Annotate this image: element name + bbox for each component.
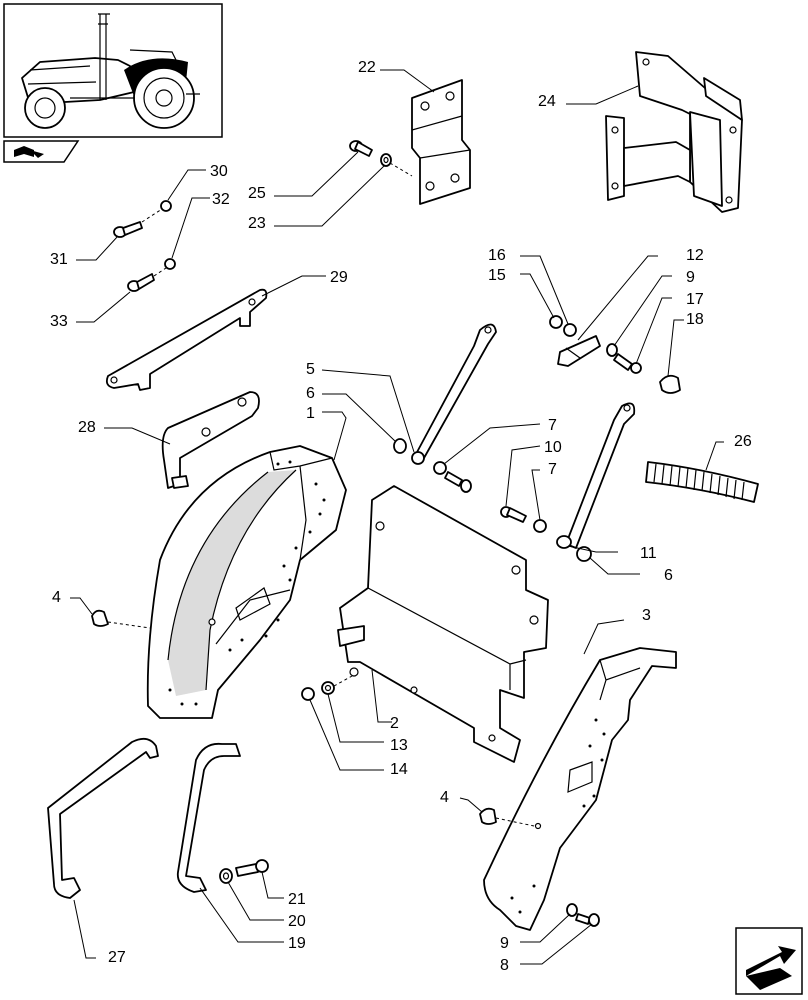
callout-31: 31 (50, 251, 68, 268)
callout-30: 30 (210, 163, 228, 180)
part-32-washer (164, 258, 176, 270)
part-15-nut (549, 315, 563, 329)
part-25-bolt (349, 140, 373, 157)
part-21-bolt (235, 859, 269, 877)
callout-27: 27 (108, 949, 126, 966)
callout-6b: 6 (664, 567, 673, 584)
book-arrow-icon[interactable] (3, 140, 80, 163)
part-26-hose (645, 461, 759, 503)
callout-28: 28 (78, 419, 96, 436)
callout-4a: 4 (52, 589, 61, 606)
part-9-washer-lower (566, 903, 578, 917)
part-11-spacer (556, 535, 572, 549)
callout-20: 20 (288, 913, 306, 930)
part-31-bolt (113, 221, 143, 238)
callout-32: 32 (212, 191, 230, 208)
callout-numbers: 22 25 23 24 30 31 32 33 29 28 5 6 1 7 10… (50, 59, 752, 974)
callout-29: 29 (330, 269, 348, 286)
callout-23: 23 (248, 215, 266, 232)
part-3-fender (483, 647, 677, 931)
callout-21: 21 (288, 891, 306, 908)
part-27-handle (47, 737, 159, 899)
callout-14: 14 (390, 761, 408, 778)
callout-3: 3 (642, 607, 651, 624)
part-5-spacer (411, 451, 425, 465)
part-28-bracket (161, 391, 260, 489)
part-17-bolt (613, 353, 642, 374)
part-4-plug-right (479, 807, 497, 825)
callout-13: 13 (390, 737, 408, 754)
callout-26: 26 (734, 433, 752, 450)
next-page-arrow-icon[interactable] (735, 927, 803, 995)
part-9-washer-upper (606, 343, 618, 357)
part-24-bracket (605, 51, 743, 213)
callout-25: 25 (248, 185, 266, 202)
callout-18: 18 (686, 311, 704, 328)
tractor-thumbnail-icon[interactable] (3, 3, 223, 138)
callout-6a: 6 (306, 385, 315, 402)
part-4-plug-left (91, 609, 109, 627)
callout-24: 24 (538, 93, 556, 110)
part-2-panel (337, 485, 549, 763)
part-8-bolt (575, 913, 600, 927)
part-1-fender (146, 445, 347, 719)
part-13-washer (321, 681, 335, 695)
part-20-washer (219, 868, 233, 884)
part-11-strap (565, 402, 636, 549)
callout-9a: 9 (686, 269, 695, 286)
part-7-washer-lower (533, 519, 547, 533)
callout-19: 19 (288, 935, 306, 952)
part-16-washer (563, 323, 577, 337)
callout-10: 10 (544, 439, 562, 456)
callout-33: 33 (50, 313, 68, 330)
part-7-washer-upper (433, 461, 447, 475)
callout-4b: 4 (440, 789, 449, 806)
callout-17: 17 (686, 291, 704, 308)
callout-2: 2 (390, 715, 399, 732)
part-18-plug (659, 374, 681, 394)
part-30-washer (160, 200, 172, 212)
part-6-washer-upper (393, 438, 407, 454)
upper-strap (415, 323, 497, 459)
part-14-bolt (301, 687, 315, 701)
part-22-plate (411, 79, 471, 205)
part-33-bolt (127, 273, 155, 292)
callout-16: 16 (488, 247, 506, 264)
callout-5: 5 (306, 361, 315, 378)
callout-7b: 7 (548, 461, 557, 478)
callout-7a: 7 (548, 417, 557, 434)
callout-15: 15 (488, 267, 506, 284)
part-12-clip (557, 335, 601, 367)
part-10-bolt-lower (500, 506, 527, 523)
part-19-handle (176, 742, 241, 893)
callout-11: 11 (640, 545, 657, 562)
part-10-bolt-upper (444, 471, 472, 493)
callout-8: 8 (500, 957, 509, 974)
callout-22: 22 (358, 59, 376, 76)
part-23-washer (380, 153, 392, 167)
leader-lines (70, 69, 724, 965)
callout-1: 1 (306, 405, 315, 422)
part-29-strip (105, 288, 268, 391)
callout-9b: 9 (500, 935, 509, 952)
callout-12: 12 (686, 247, 704, 264)
